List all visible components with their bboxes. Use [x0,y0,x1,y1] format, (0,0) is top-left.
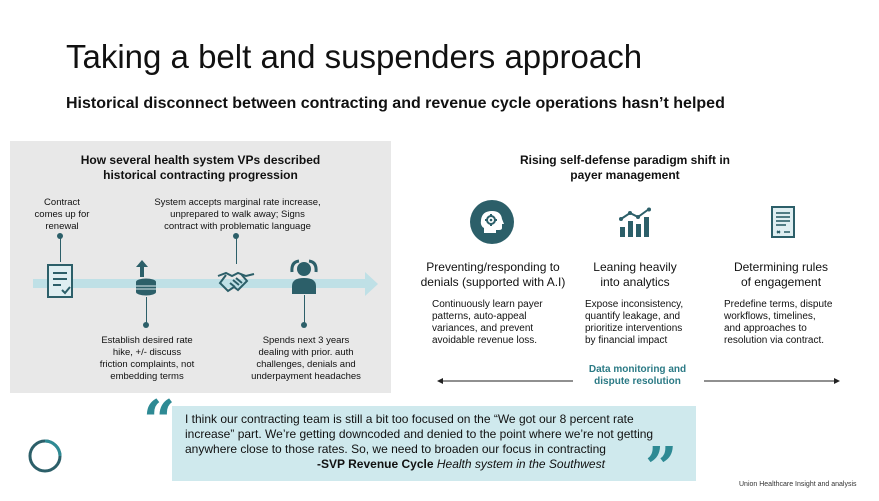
quote-attribution-source: Health system in the Southwest [436,457,605,471]
data-monitoring-label: Data monitoring and dispute resolution [575,364,700,388]
column-title-denials: Preventing/responding to denials (suppor… [414,260,572,290]
step-text-line: contract with problematic language [164,221,311,232]
progression-heading-line: historical contracting progression [103,168,298,182]
connector-dot [301,322,307,328]
column-title-analytics: Leaning heavily into analytics [579,260,691,290]
column-title-line: Preventing/responding to [426,260,560,274]
circle-logo-icon [27,438,63,479]
column-body-line: avoidable revenue loss. [432,335,538,346]
step-text-line: Establish desired rate [101,335,193,346]
connector-line [146,297,147,325]
close-quote-mark: ” [645,435,678,501]
column-body-line: Continuously learn payer [432,299,543,310]
page-subtitle: Historical disconnect between contractin… [66,95,725,112]
column-body-line: variances, and prevent [432,323,534,334]
quote-line: increase” part. We’re getting downcoded … [185,427,654,441]
stressed-person-icon [289,258,319,299]
step-text-line: Contract [44,197,80,208]
step-text-line: embedding terms [110,371,184,382]
progression-heading-line: How several health system VPs described [80,153,321,167]
connector-dot [233,233,239,239]
source-footnote: Union Healthcare Insight and analysis [739,481,857,488]
coins-arrow-up-icon [131,258,161,301]
data-monitoring-line: Data monitoring and [588,364,687,375]
column-title-line: Leaning heavily [593,260,677,274]
contract-terms-icon [771,206,795,243]
column-body-line: Expose inconsistency, [585,299,684,310]
connector-line [60,236,61,262]
step-text-line: comes up for [34,209,90,220]
quote-line: I think our contracting team is still a … [185,412,634,426]
step-contract-renewal-text: Contract comes up for renewal [20,197,104,233]
column-body-line: quantify leakage, and [585,311,681,322]
step-text-line: Spends next 3 years [262,335,350,346]
page-title: Taking a belt and suspenders approach [66,38,643,75]
column-body-line: workflows, timelines, [724,311,816,322]
column-body-line: Predefine terms, dispute [724,299,833,310]
column-body-line: by financial impact [585,335,668,346]
timeline-arrow [33,279,365,288]
analytics-chart-icon [618,207,652,244]
contracting-progression-panel [10,141,391,393]
quote-attribution: -SVP Revenue Cycle Health system in the … [185,457,690,472]
paradigm-heading-line: payer management [570,168,680,182]
connector-line [304,295,305,325]
step-text-line: hike, +/- discuss [112,347,182,358]
step-establish-rate-text: Establish desired rate hike, +/- discuss… [88,335,206,383]
column-title-rules: Determining rules of engagement [720,260,842,290]
connector-dot [57,233,63,239]
ai-head-gear-icon [470,200,514,249]
quote-attribution-role: -SVP Revenue Cycle [317,457,434,471]
quote-line: anywhere close to those rates. So, we ne… [185,442,606,456]
step-text-line: friction complaints, not [99,359,195,370]
timeline-arrow-head [365,272,378,296]
paradigm-heading-line: Rising self-defense paradigm shift in [519,153,731,167]
quote-box [172,406,696,481]
right-arrow-icon [704,372,840,390]
column-title-line: into analytics [600,275,670,289]
left-arrow-icon [437,372,573,390]
step-accepts-rate-text: System accepts marginal rate increase, u… [140,197,335,233]
column-title-line: of engagement [740,275,822,289]
step-text-line: underpayment headaches [251,371,361,382]
progression-heading: How several health system VPs described … [10,153,391,183]
column-body-rules: Predefine terms, dispute workflows, time… [724,299,856,347]
open-quote-mark: “ [143,388,176,454]
paradigm-shift-heading: Rising self-defense paradigm shift in pa… [460,153,790,183]
connector-line [236,236,237,264]
column-title-line: Determining rules [733,260,829,274]
step-text-line: unprepared to walk away; Signs [170,209,305,220]
column-body-line: and approaches to [724,323,807,334]
column-body-analytics: Expose inconsistency, quantify leakage, … [585,299,710,347]
handshake-icon [217,270,255,299]
step-text-line: System accepts marginal rate increase, [154,197,321,208]
column-body-denials: Continuously learn payer patterns, auto-… [432,299,572,347]
step-text-line: dealing with prior. auth [258,347,354,358]
step-text-line: challenges, denials and [256,359,356,370]
column-body-line: patterns, auto-appeal [432,311,527,322]
quote-text: I think our contracting team is still a … [185,412,690,472]
data-monitoring-line: dispute resolution [594,376,681,387]
contract-document-icon [47,264,73,303]
column-body-line: resolution via contract. [724,335,825,346]
column-body-line: prioritize interventions [585,323,683,334]
connector-dot [143,322,149,328]
column-title-line: denials (supported with A.I) [420,275,566,289]
step-text-line: renewal [45,221,79,232]
step-spends-years-text: Spends next 3 years dealing with prior. … [246,335,366,383]
